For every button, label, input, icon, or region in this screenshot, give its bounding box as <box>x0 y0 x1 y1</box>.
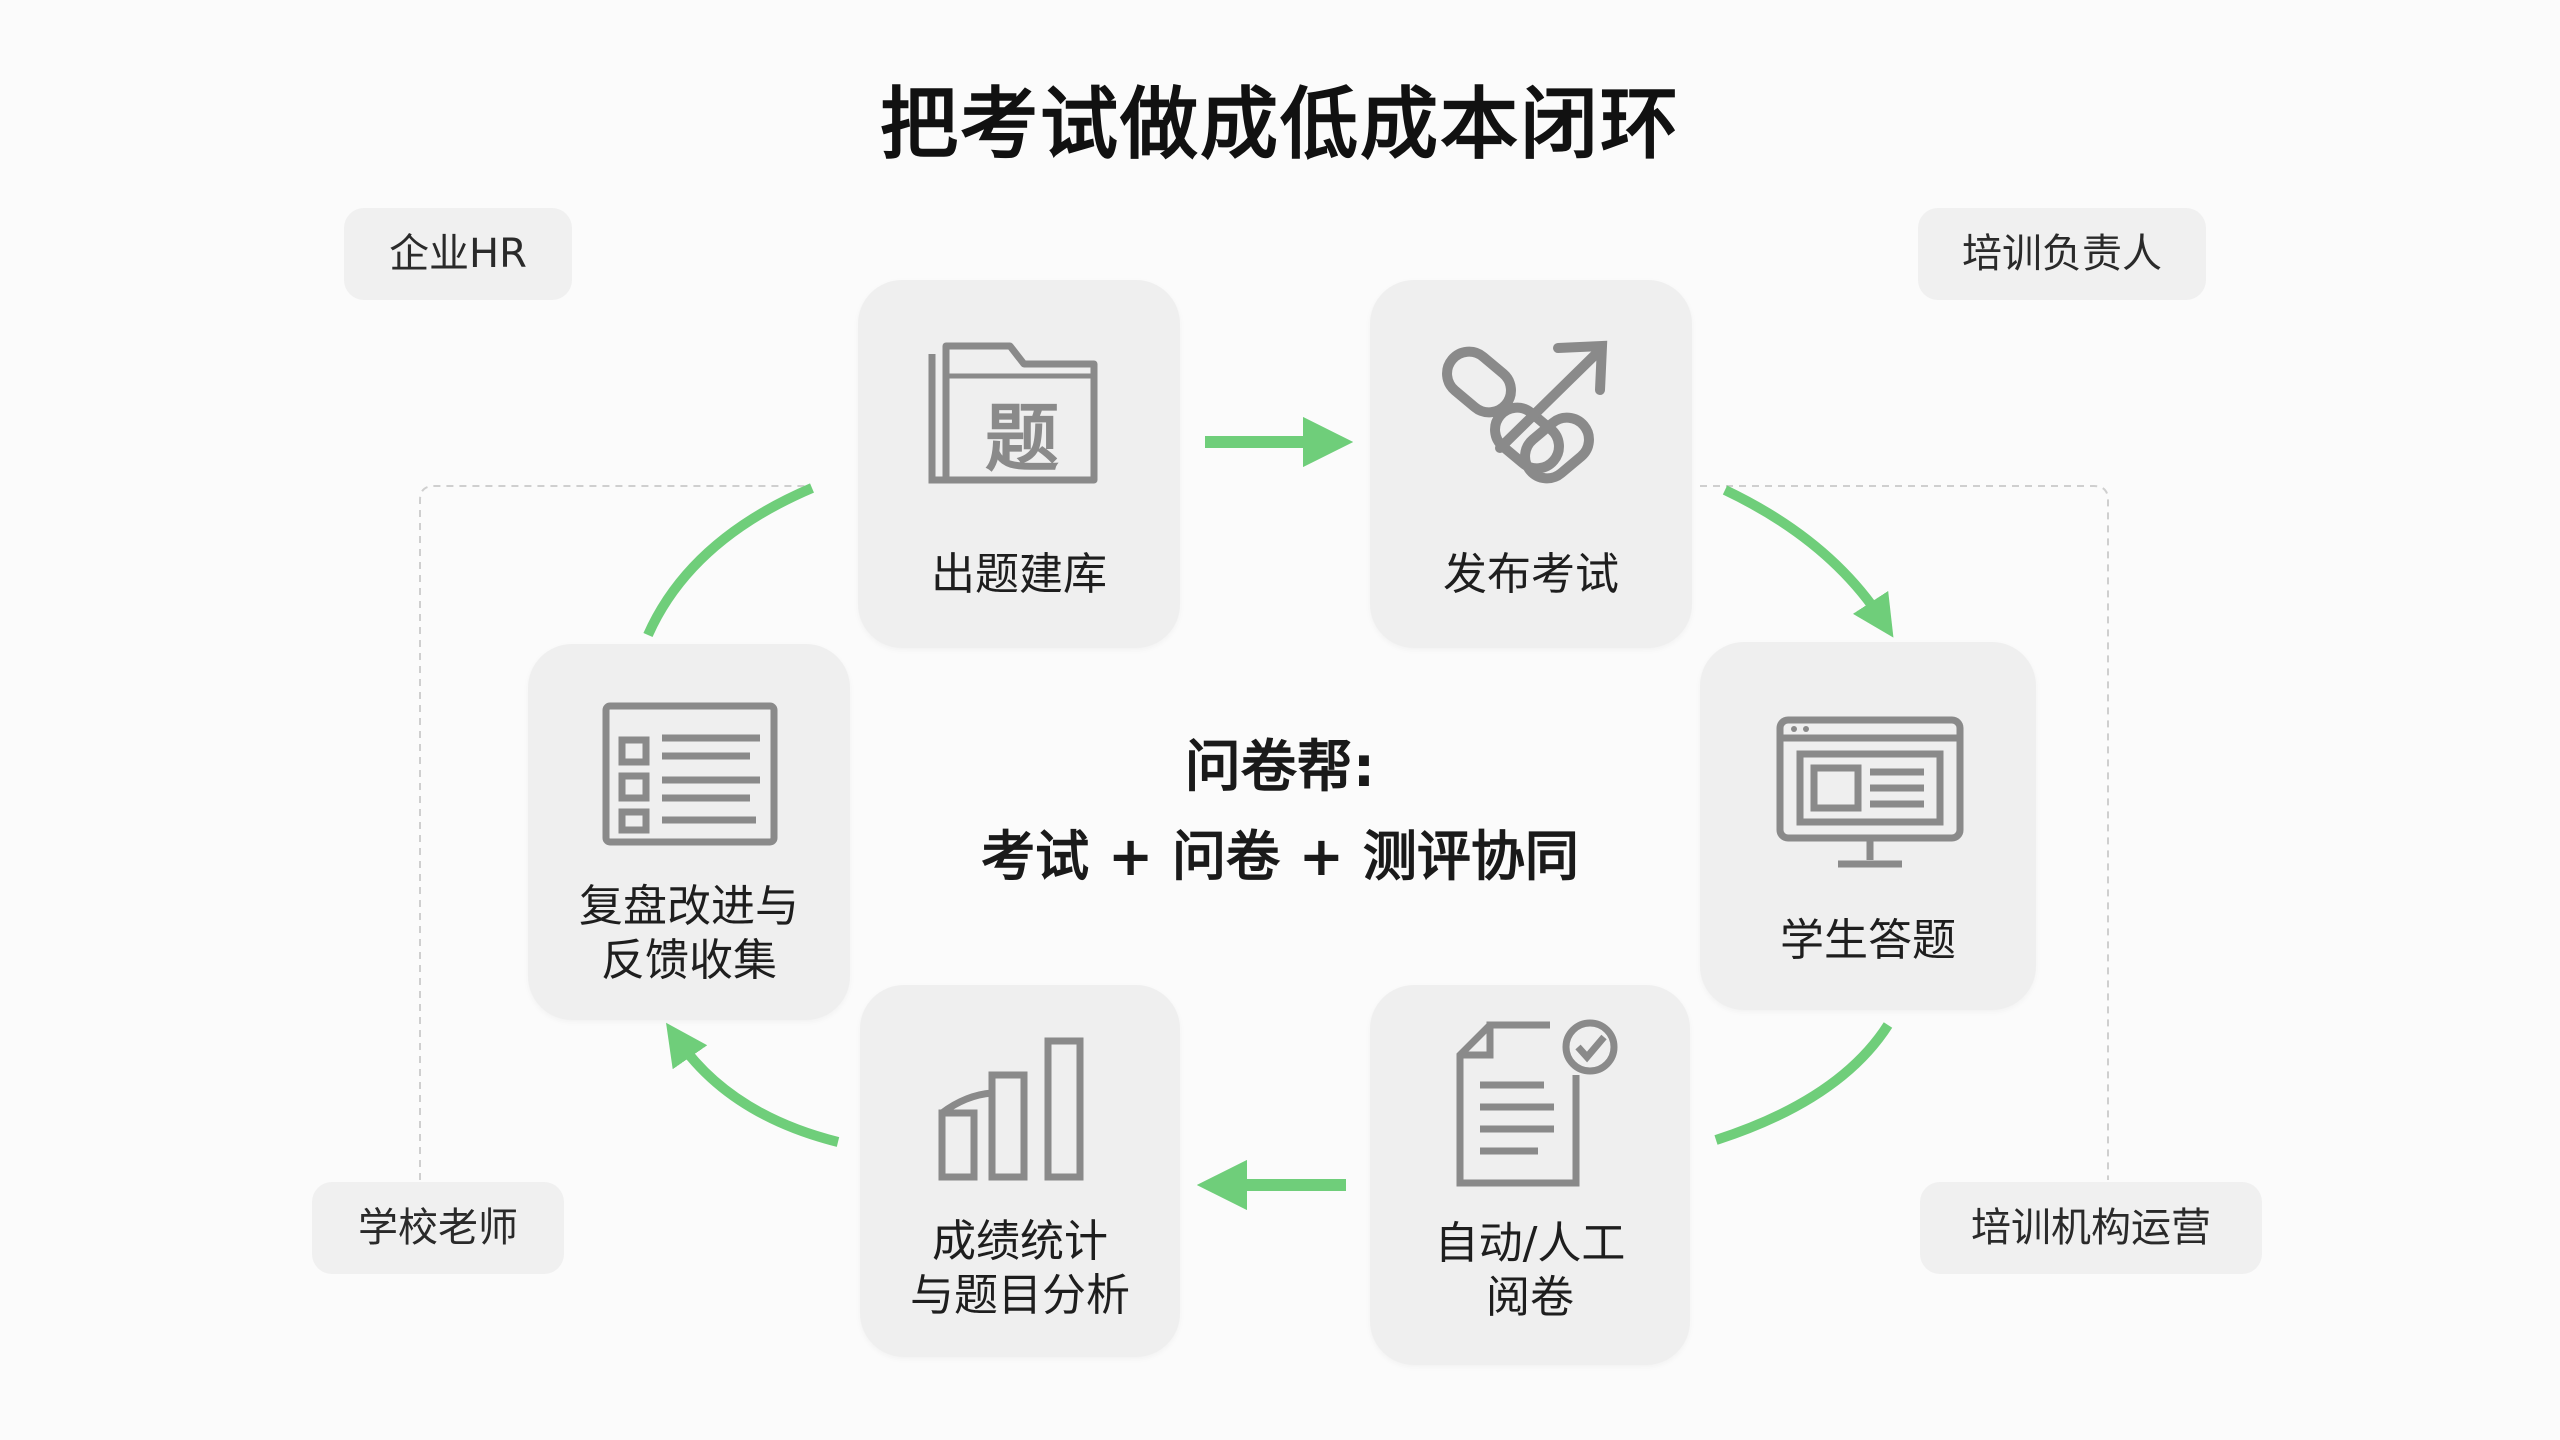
step-label: 发布考试 <box>1443 549 1619 600</box>
question-glyph: 题 <box>985 396 1059 482</box>
step-label-line1: 复盘改进与 <box>579 881 799 932</box>
graded-paper-icon <box>1456 1019 1618 1187</box>
computer-monitor-icon <box>1776 716 1964 868</box>
step-student-answer: 学生答题 <box>1700 642 2036 1010</box>
step-label-line1: 成绩统计 <box>932 1216 1108 1267</box>
step-label-line1: 自动/人工 <box>1434 1218 1626 1269</box>
bar-chart-icon <box>938 1037 1084 1181</box>
step-label-line2: 与题目分析 <box>910 1270 1130 1321</box>
role-tag-training-lead: 培训负责人 <box>1918 208 2206 300</box>
role-tag-training-org-ops: 培训机构运营 <box>1920 1182 2262 1274</box>
arrow-review-to-build <box>643 483 814 638</box>
step-label: 学生答题 <box>1780 915 1956 966</box>
page-title: 把考试做成低成本闭环 <box>879 80 1680 170</box>
step-score-stats: 成绩统计 与题目分析 <box>860 985 1180 1357</box>
question-folder-icon: 题 <box>928 342 1098 484</box>
step-build-question-bank: 题 出题建库 <box>858 280 1180 648</box>
step-label-line2: 阅卷 <box>1486 1272 1574 1323</box>
center-subheading: 考试 + 问卷 + 测评协同 <box>981 825 1579 888</box>
arrow-stats-to-review <box>666 1022 840 1147</box>
arrow-answer-to-grade <box>1714 1022 1893 1145</box>
step-label: 出题建库 <box>931 549 1107 600</box>
arrow-publish-to-answer <box>1722 485 1894 638</box>
center-heading: 问卷帮: <box>1184 735 1376 800</box>
role-tag-enterprise-hr: 企业HR <box>344 208 572 300</box>
step-review-feedback: 复盘改进与 反馈收集 <box>528 644 850 1020</box>
link-share-icon <box>1442 340 1608 484</box>
step-label-line2: 反馈收集 <box>601 935 777 986</box>
step-grading: 自动/人工 阅卷 <box>1370 985 1690 1365</box>
role-tag-school-teacher: 学校老师 <box>312 1182 564 1274</box>
dashed-frame <box>419 485 2109 1180</box>
checklist-icon <box>602 702 778 846</box>
step-publish-exam: 发布考试 <box>1370 280 1692 648</box>
